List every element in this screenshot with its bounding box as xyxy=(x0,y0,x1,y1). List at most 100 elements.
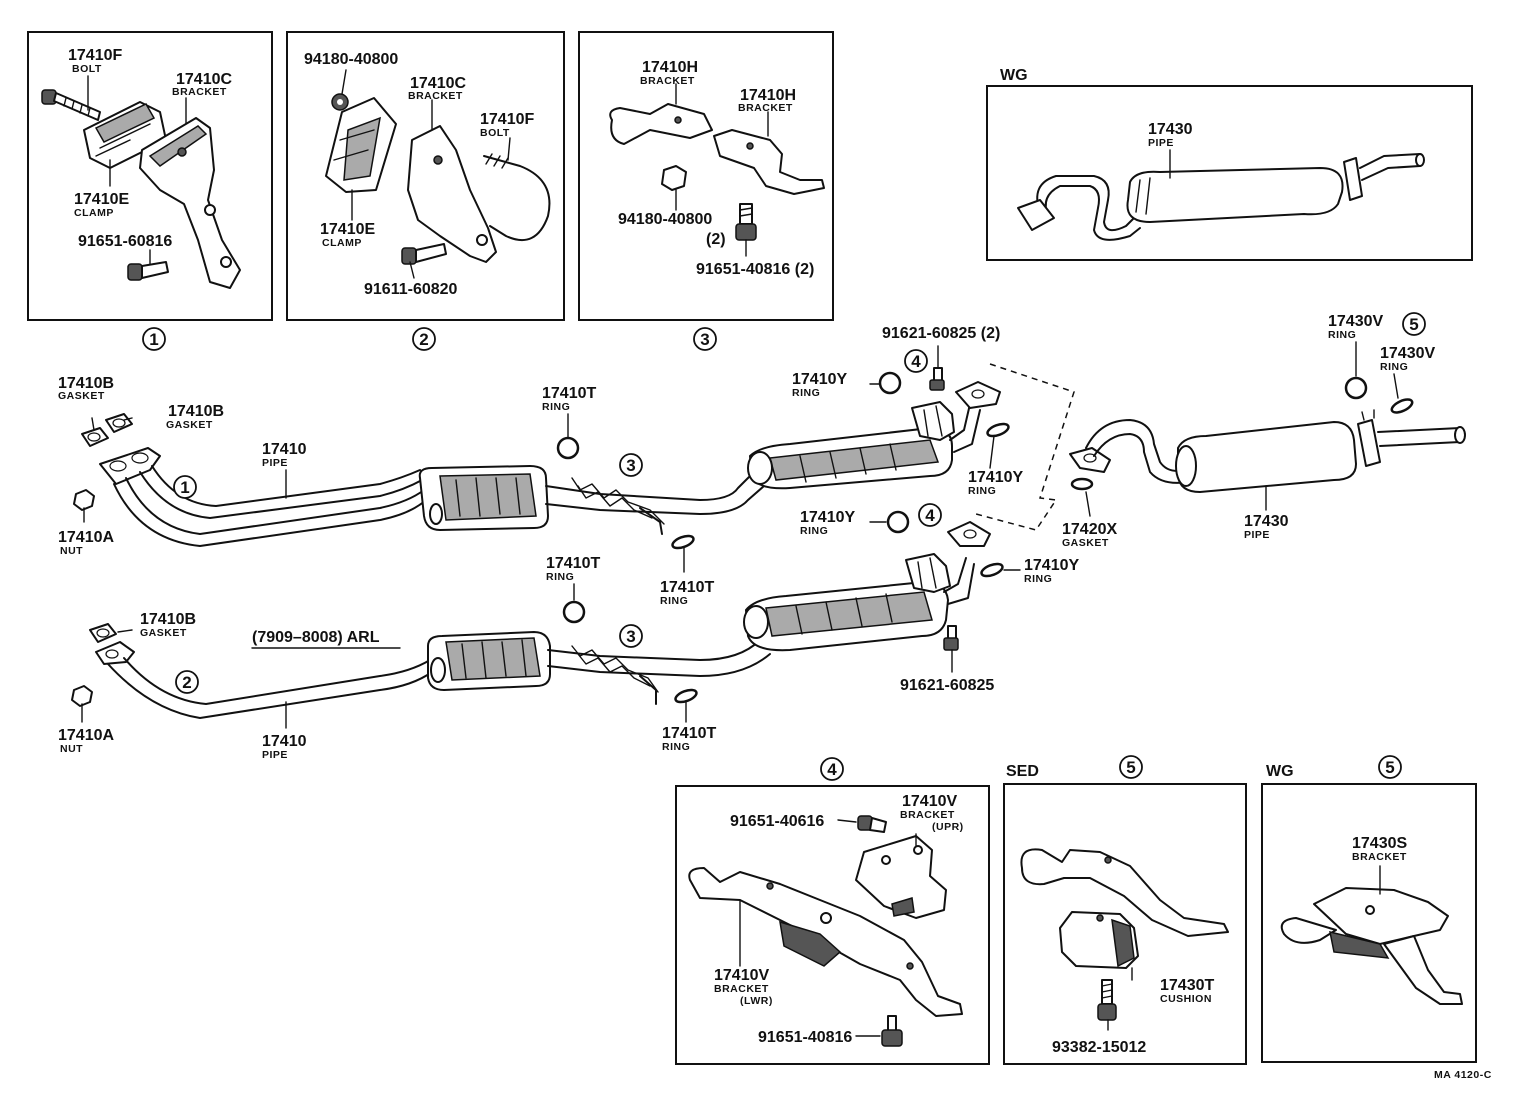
gasket-icon xyxy=(105,413,133,433)
nut-icon xyxy=(71,685,93,707)
group-marker-2-label: 2 xyxy=(182,673,191,692)
group-marker-5-label: 5 xyxy=(1409,315,1418,334)
nut-icon xyxy=(73,489,95,511)
part-name-ring: RING xyxy=(1380,361,1408,373)
group-marker-3-label: 3 xyxy=(626,456,635,475)
gasket-icon xyxy=(1070,477,1094,491)
part-quantity: (2) xyxy=(706,231,726,248)
part-number-17430s: 17430S xyxy=(1352,835,1407,852)
part-name-bracket: BRACKET xyxy=(640,75,695,87)
bracket-lower-icon xyxy=(688,867,963,1017)
cushion-icon xyxy=(1059,911,1139,969)
part-number-17410y: 17410Y xyxy=(1024,557,1079,574)
muffler-icon xyxy=(1175,421,1357,493)
group-marker-5-label: 5 xyxy=(1126,758,1135,777)
bracket-icon xyxy=(1020,848,1229,937)
part-name-pipe: PIPE xyxy=(262,457,288,469)
part-name-pipe: PIPE xyxy=(262,749,288,761)
part-number-91651-40816: 91651-40816 xyxy=(758,1029,852,1046)
muffler-icon xyxy=(743,581,949,652)
wagon-tail-pipe-box: WG 17430 PIPE xyxy=(986,67,1473,261)
part-name-nut: NUT xyxy=(60,545,83,557)
part-number-17410c: 17410C xyxy=(176,71,232,88)
part-number-17410f: 17410F xyxy=(480,111,534,128)
part-number-17410t: 17410T xyxy=(662,725,716,742)
group-marker-5 xyxy=(1378,755,1402,779)
part-number-91621-60825: 91621-60825 (2) xyxy=(882,325,1000,342)
hanger-icon xyxy=(1357,409,1381,467)
group-marker-4 xyxy=(820,757,844,781)
part-name-bracket: BRACKET xyxy=(408,90,463,102)
part-number-17430: 17430 xyxy=(1148,121,1193,138)
bracket-icon xyxy=(911,401,955,441)
part-name-gasket: GASKET xyxy=(58,390,105,402)
group-marker-4-label: 4 xyxy=(827,760,837,779)
part-number-17410e: 17410E xyxy=(320,221,375,238)
part-name-gasket: GASKET xyxy=(140,627,187,639)
u-bolt-icon xyxy=(483,153,551,241)
group-marker-2-label: 2 xyxy=(419,330,428,349)
part-number-17430t: 17430T xyxy=(1160,977,1214,994)
part-number-17430: 17430 xyxy=(1244,513,1289,530)
part-name-gasket: GASKET xyxy=(166,419,213,431)
part-number-91651-60816: 91651-60816 xyxy=(78,233,172,250)
part-name-pipe: PIPE xyxy=(1148,137,1174,149)
detail-box-1: 17410F BOLT 17410C BRACKET 17410E CLAMP … xyxy=(27,31,273,321)
flange-icon xyxy=(1069,447,1111,473)
part-number-94180-40800: 94180-40800 xyxy=(304,51,398,68)
detail-box-5-wagon: WG 5 17430S BRACKET xyxy=(1261,755,1477,1063)
part-name-cushion: CUSHION xyxy=(1160,993,1212,1005)
group-marker-3 xyxy=(619,453,643,477)
bracket-icon xyxy=(609,103,713,145)
part-name-gasket: GASKET xyxy=(1062,537,1109,549)
group-marker-1-label: 1 xyxy=(180,478,189,497)
tail-pipe-icon xyxy=(1017,153,1425,241)
part-number-17410b: 17410B xyxy=(168,403,224,420)
bracket-icon xyxy=(139,117,241,289)
ring-icon xyxy=(878,371,902,395)
group-marker-4-label: 4 xyxy=(925,506,935,525)
bolt-icon xyxy=(127,261,169,281)
flange-icon xyxy=(99,447,161,485)
muffler-icon xyxy=(747,427,953,490)
nut-icon xyxy=(661,165,687,191)
bracket-upper-icon xyxy=(855,835,947,919)
part-number-91651-40816: 91651-40816 (2) xyxy=(696,261,814,278)
part-name-nut: NUT xyxy=(60,743,83,755)
lower-exhaust-assembly: 17410B GASKET (7909–8008) ARL 17410A NUT… xyxy=(58,503,1079,761)
part-number-17410y: 17410Y xyxy=(968,469,1023,486)
part-number-17430v: 17430V xyxy=(1328,313,1383,330)
part-number-91621-60825: 91621-60825 xyxy=(900,677,994,694)
group-marker-5 xyxy=(1119,755,1143,779)
ring-icon xyxy=(671,534,695,550)
part-number-94180-40800: 94180-40800 xyxy=(618,211,712,228)
part-number-17410y: 17410Y xyxy=(800,509,855,526)
group-marker-3-label: 3 xyxy=(626,627,635,646)
variant-label-wg: WG xyxy=(1000,67,1028,84)
ring-icon xyxy=(562,600,586,624)
part-number-17410: 17410 xyxy=(262,441,307,458)
catalytic-converter-icon xyxy=(427,631,551,691)
group-marker-3-label: 3 xyxy=(700,330,709,349)
part-number-91651-40616: 91651-40616 xyxy=(730,813,824,830)
bolt-icon xyxy=(881,1015,903,1047)
part-number-17410v: 17410V xyxy=(902,793,957,810)
hanger-icon xyxy=(571,477,665,535)
bolt-icon xyxy=(401,243,447,265)
bracket-icon xyxy=(713,129,825,195)
part-name-ring: RING xyxy=(792,387,820,399)
group-marker-1 xyxy=(173,475,197,499)
ring-icon xyxy=(886,510,910,534)
part-number-17430v: 17430V xyxy=(1380,345,1435,362)
diagram-code: MA 4120-C xyxy=(1434,1069,1492,1081)
tail-pipe-assembly: 17430V RING 17430V RING 17420X GASKET 17… xyxy=(1062,312,1466,549)
group-marker-5-label: 5 xyxy=(1385,758,1394,777)
part-number-17410a: 17410A xyxy=(58,529,114,546)
part-number-17410b: 17410B xyxy=(140,611,196,628)
bolt-icon xyxy=(735,203,757,241)
part-name-pipe: PIPE xyxy=(1244,529,1270,541)
flange-icon xyxy=(947,521,991,547)
part-name-bolt: BOLT xyxy=(72,63,102,75)
part-name-ring: RING xyxy=(968,485,996,497)
part-number-17410t: 17410T xyxy=(660,579,714,596)
